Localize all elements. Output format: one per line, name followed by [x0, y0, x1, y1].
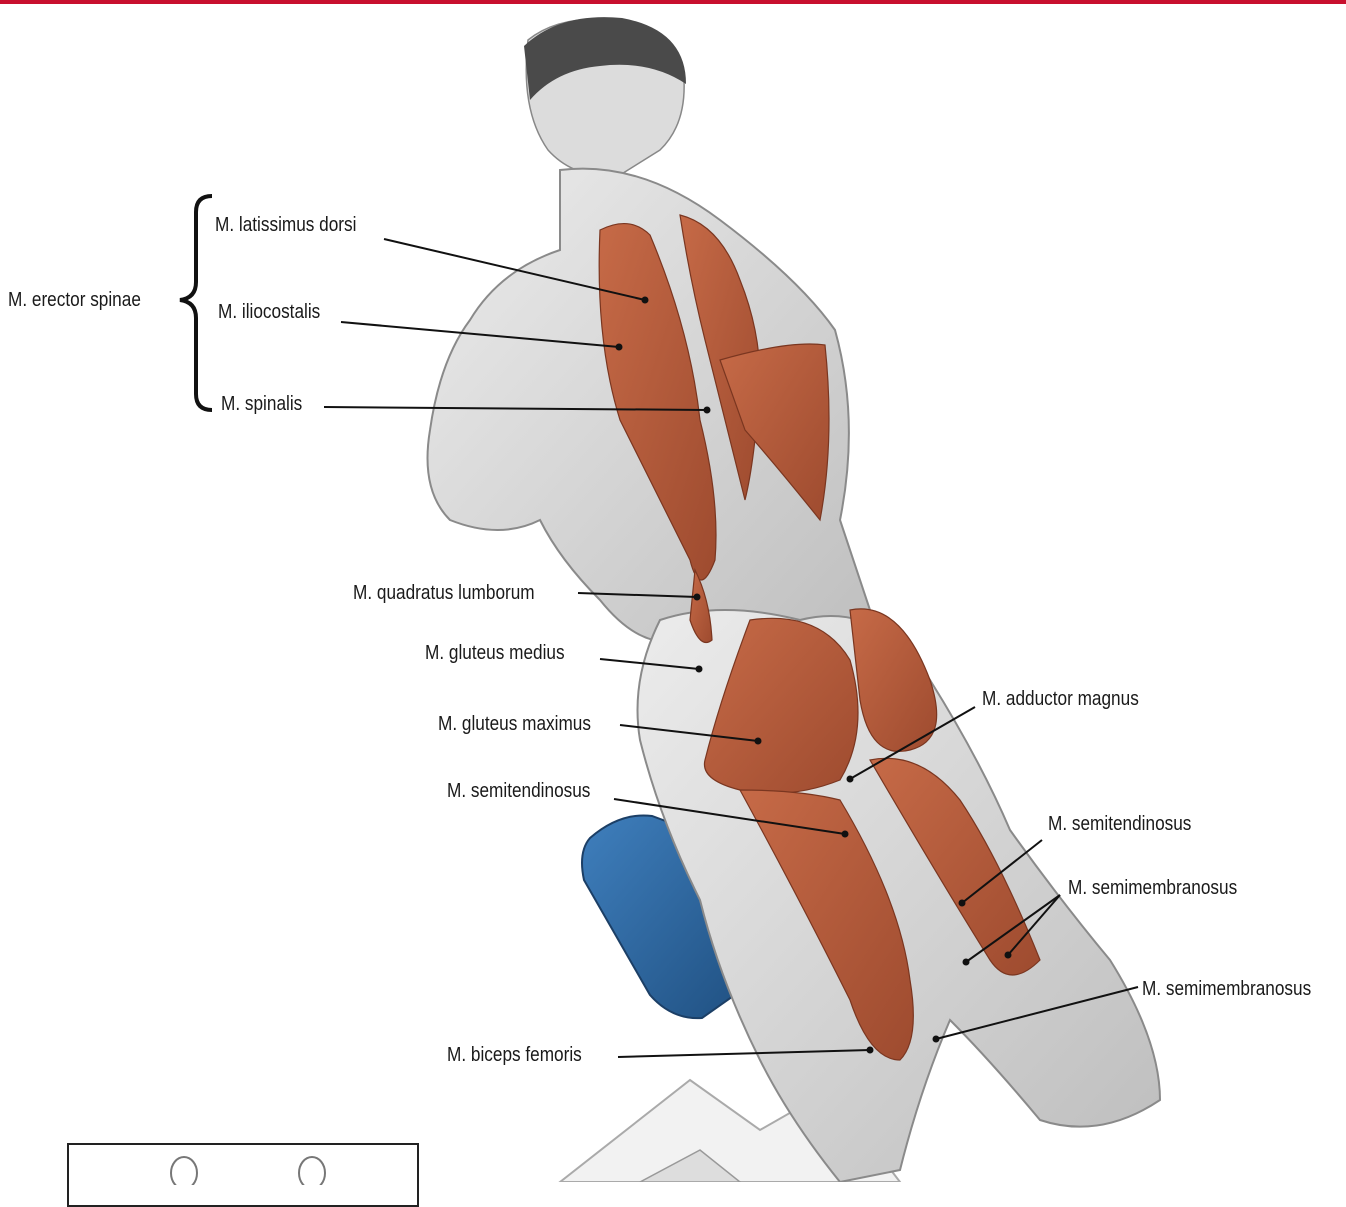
label-quadratus-lumborum: M. quadratus lumborum [353, 581, 535, 605]
label-semimembranosus-upper: M. semimembranosus [1068, 876, 1237, 900]
label-iliocostalis: M. iliocostalis [218, 300, 320, 324]
label-semitendinosus-left: M. semitendinosus [447, 779, 590, 803]
thumbnail-figures-icon [69, 1145, 417, 1185]
label-semitendinosus-right: M. semitendinosus [1048, 812, 1191, 836]
thumbnail-inset [67, 1143, 419, 1207]
label-erector-spinae: M. erector spinae [8, 288, 141, 312]
anatomy-illustration [0, 0, 1346, 1182]
label-spinalis: M. spinalis [221, 392, 302, 416]
label-biceps-femoris: M. biceps femoris [447, 1043, 582, 1067]
body-silhouette [428, 17, 1161, 1182]
erector-spinae-brace [180, 196, 212, 410]
label-adductor-magnus: M. adductor magnus [982, 687, 1139, 711]
label-latissimus-dorsi: M. latissimus dorsi [215, 213, 356, 237]
label-gluteus-medius: M. gluteus medius [425, 641, 565, 665]
label-semimembranosus-lower: M. semimembranosus [1142, 977, 1311, 1001]
label-gluteus-maximus: M. gluteus maximus [438, 712, 591, 736]
